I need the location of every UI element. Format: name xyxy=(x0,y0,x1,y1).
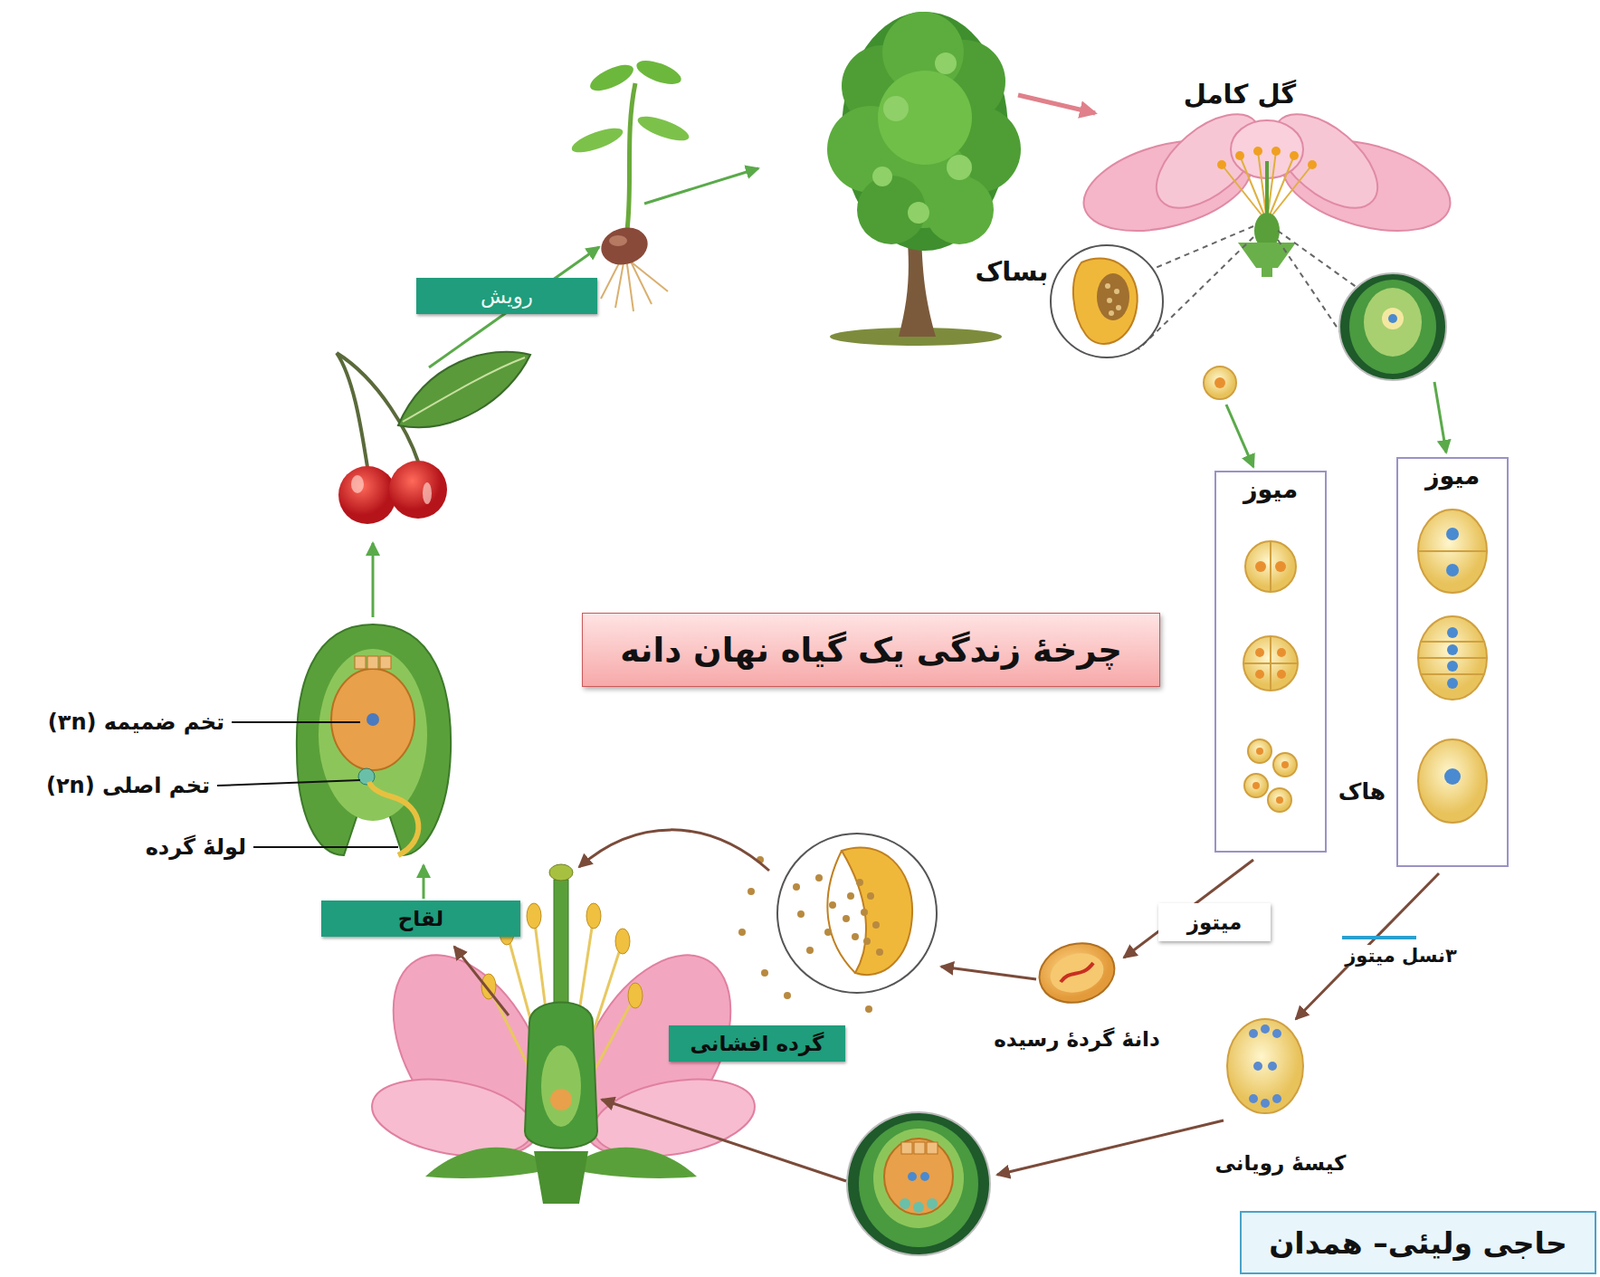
zygote-label: تخم اصلی (۲n) xyxy=(46,772,210,799)
meiosis-panel: میوز xyxy=(1396,457,1509,867)
ovule-detail xyxy=(1339,273,1447,381)
mother-cell xyxy=(1203,366,1237,400)
mitosis-note: ۳نسل میتوز xyxy=(1342,944,1460,967)
pollen-grain xyxy=(1032,934,1122,1011)
flower-label: گل کامل xyxy=(1183,78,1296,110)
title-text: چرخهٔ زندگی یک گیاه نهان دانه xyxy=(619,630,1123,670)
fertilization-band-text: لقاح xyxy=(398,906,444,931)
accent-bar xyxy=(1342,935,1417,940)
fertilization-band: لقاح xyxy=(321,900,521,937)
pollination-band-text: گرده افشانی xyxy=(690,1031,825,1056)
embryo-sac-label: کیسهٔ رویانی xyxy=(1215,1151,1347,1175)
author-box: حاجی ولیئی– همدان xyxy=(1239,1210,1597,1275)
cycle-arrows xyxy=(372,95,1447,1181)
anther-label: بساک xyxy=(975,256,1049,287)
growth-band-text: رویش xyxy=(480,284,534,308)
endosperm-label: تخم ضمیمه (۳n) xyxy=(47,709,225,735)
pollination-band: گرده افشانی xyxy=(668,1025,846,1062)
mature-ovule xyxy=(847,1112,991,1256)
mitosis-box-text: میتوز xyxy=(1187,910,1243,934)
ovule-meiosis-cells xyxy=(1418,509,1487,823)
pollen-meiosis-cells xyxy=(1243,541,1298,812)
anther-detail xyxy=(1050,245,1163,358)
mitosis-box: میتوز xyxy=(1158,903,1271,942)
pollen-tube-label: لولهٔ گرده xyxy=(145,834,247,860)
cherries xyxy=(336,352,531,524)
tree xyxy=(827,11,1021,346)
seedling xyxy=(569,56,693,312)
cell-label: هاک xyxy=(1338,778,1386,805)
embryo-sac xyxy=(1227,1019,1304,1114)
open-anther xyxy=(738,833,937,1013)
meiosis-panel-text: میوز xyxy=(1216,472,1325,508)
pollen-label: دانهٔ گردهٔ رسیده xyxy=(993,1027,1160,1051)
author-box-text: حاجی ولیئی– همدان xyxy=(1268,1225,1568,1261)
meiosis-panel: میوز xyxy=(1214,470,1327,853)
fertilized-ovule xyxy=(217,624,451,856)
meiosis-panel-text: میوز xyxy=(1398,458,1507,495)
growth-band: رویش xyxy=(416,277,598,315)
title-box: چرخهٔ زندگی یک گیاه نهان دانه xyxy=(581,612,1161,687)
